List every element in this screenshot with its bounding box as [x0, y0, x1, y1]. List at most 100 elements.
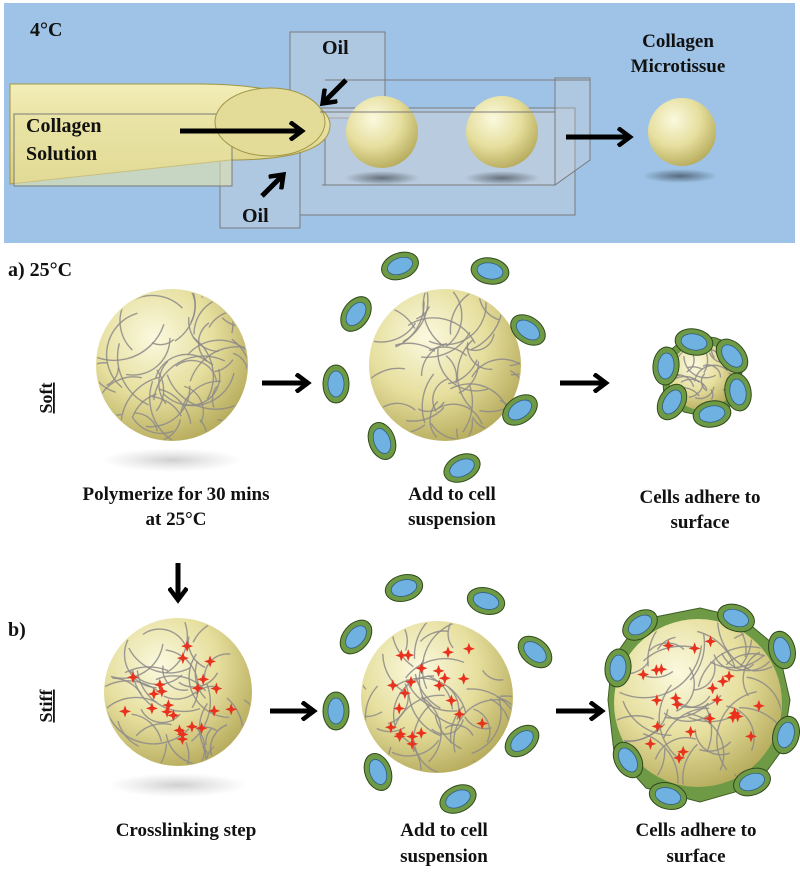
- crosslink-star: [650, 694, 663, 707]
- crosslink-star: [644, 737, 657, 750]
- crosslink-star: [655, 663, 668, 676]
- crosslink-star: [405, 675, 418, 688]
- cell-nucleus: [628, 614, 652, 636]
- crosslink-star: [225, 703, 238, 716]
- cell: [322, 364, 350, 404]
- cell: [510, 314, 546, 346]
- cell: [612, 741, 644, 779]
- cell: [768, 630, 796, 670]
- crosslink-star: [637, 668, 650, 681]
- crosslink-star: [210, 682, 223, 695]
- crosslink-markers: [384, 642, 489, 750]
- oil-bottom-arrow: [260, 176, 282, 198]
- crosslink-star: [703, 712, 716, 725]
- crosslink-star: [415, 662, 428, 675]
- crosslink-star: [438, 672, 451, 685]
- crosslink-star: [386, 679, 399, 692]
- crosslink-star: [191, 682, 204, 695]
- cell-nucleus: [721, 344, 743, 368]
- cell: [648, 782, 688, 810]
- cell-nucleus: [729, 378, 747, 406]
- stiff-sphere-uncoated: [104, 618, 252, 766]
- crosslink-star: [406, 730, 419, 743]
- crosslink-star: [441, 646, 454, 659]
- oil-top-arrow: [324, 78, 348, 102]
- cell-nucleus: [345, 302, 367, 326]
- crosslink-markers: [119, 640, 238, 746]
- cell-nucleus: [327, 697, 345, 725]
- b-step3-caption-2: surface: [666, 846, 725, 867]
- crosslink-star: [462, 642, 475, 655]
- cell: [504, 724, 540, 758]
- cell: [470, 257, 510, 285]
- crosslink-star: [119, 705, 132, 718]
- cell-nucleus: [472, 592, 500, 610]
- crosslink-star: [147, 687, 160, 700]
- crosslink-star: [384, 721, 397, 734]
- cell: [656, 383, 688, 421]
- cell: [724, 372, 752, 412]
- crosslink-star: [398, 687, 411, 700]
- crosslink-star: [204, 655, 217, 668]
- crosslink-star: [185, 720, 198, 733]
- crosslink-star: [395, 649, 408, 662]
- cell-nucleus: [449, 458, 475, 478]
- crosslink-star: [662, 639, 675, 652]
- microfluidic-panel: 4°C Collagen Solution: [4, 3, 795, 243]
- a-step1-caption-2: at 25°C: [146, 509, 207, 530]
- crosslink-star: [393, 702, 406, 715]
- crosslink-star: [195, 722, 208, 735]
- crosslink-star: [208, 704, 221, 717]
- cell: [715, 338, 749, 374]
- crosslink-star: [402, 649, 415, 662]
- cell-nucleus: [723, 608, 749, 628]
- cell: [604, 648, 632, 688]
- cell-nucleus: [345, 625, 367, 649]
- oil-top-label: Oil: [322, 37, 349, 59]
- cell: [517, 635, 553, 669]
- cell-nucleus: [680, 333, 708, 351]
- crosslink-star: [406, 737, 419, 750]
- cell-nucleus: [739, 772, 765, 792]
- cell: [443, 453, 481, 483]
- stiff-sphere-in-suspension: [361, 621, 513, 773]
- temperature-label: 4°C: [30, 19, 62, 41]
- stiff-label: Stiff: [36, 689, 56, 723]
- panel-a: a) 25°C Soft Polymerize for 30 mins at 2…: [8, 251, 761, 533]
- collagen-solution-label-2: Solution: [26, 143, 97, 165]
- cell-nucleus: [523, 641, 547, 663]
- crosslink-star: [433, 679, 446, 692]
- cell-nucleus: [445, 789, 471, 809]
- microtissue-label-1: Collagen: [642, 31, 714, 52]
- crosslink-star: [476, 717, 489, 730]
- crosslink-star: [155, 685, 168, 698]
- crosslink-star: [173, 724, 186, 737]
- b-step1-caption: Crosslinking step: [116, 820, 257, 841]
- b-step2-caption-1: Add to cell: [400, 820, 488, 841]
- cell-nucleus: [327, 370, 345, 398]
- cell: [502, 394, 538, 426]
- crosslink-star: [167, 709, 180, 722]
- cell: [339, 619, 373, 655]
- cell-nucleus: [516, 319, 540, 341]
- crosslink-star: [176, 652, 189, 665]
- crosslink-star: [153, 678, 166, 691]
- cell: [439, 784, 477, 814]
- cell: [381, 251, 419, 281]
- a-step3-caption-1: Cells adhere to: [639, 487, 760, 508]
- a-step2-caption-1: Add to cell: [408, 484, 496, 505]
- crosslink-star: [752, 699, 765, 712]
- crosslink-star: [673, 751, 686, 764]
- cell-nucleus: [773, 636, 791, 664]
- cell-nucleus: [609, 654, 627, 682]
- droplets-in-channel: [344, 96, 540, 185]
- crosslink-star: [162, 699, 175, 712]
- crosslink-star: [716, 675, 729, 688]
- crosslink-star: [650, 664, 663, 677]
- soft-label: Soft: [36, 382, 56, 413]
- crosslink-star: [453, 708, 466, 721]
- panel-b: b) Stiff Crosslinking step Add to cell s…: [8, 563, 800, 867]
- cell-nucleus: [657, 352, 675, 380]
- b-step3-caption-1: Cells adhere to: [635, 820, 756, 841]
- crosslink-star: [684, 725, 697, 738]
